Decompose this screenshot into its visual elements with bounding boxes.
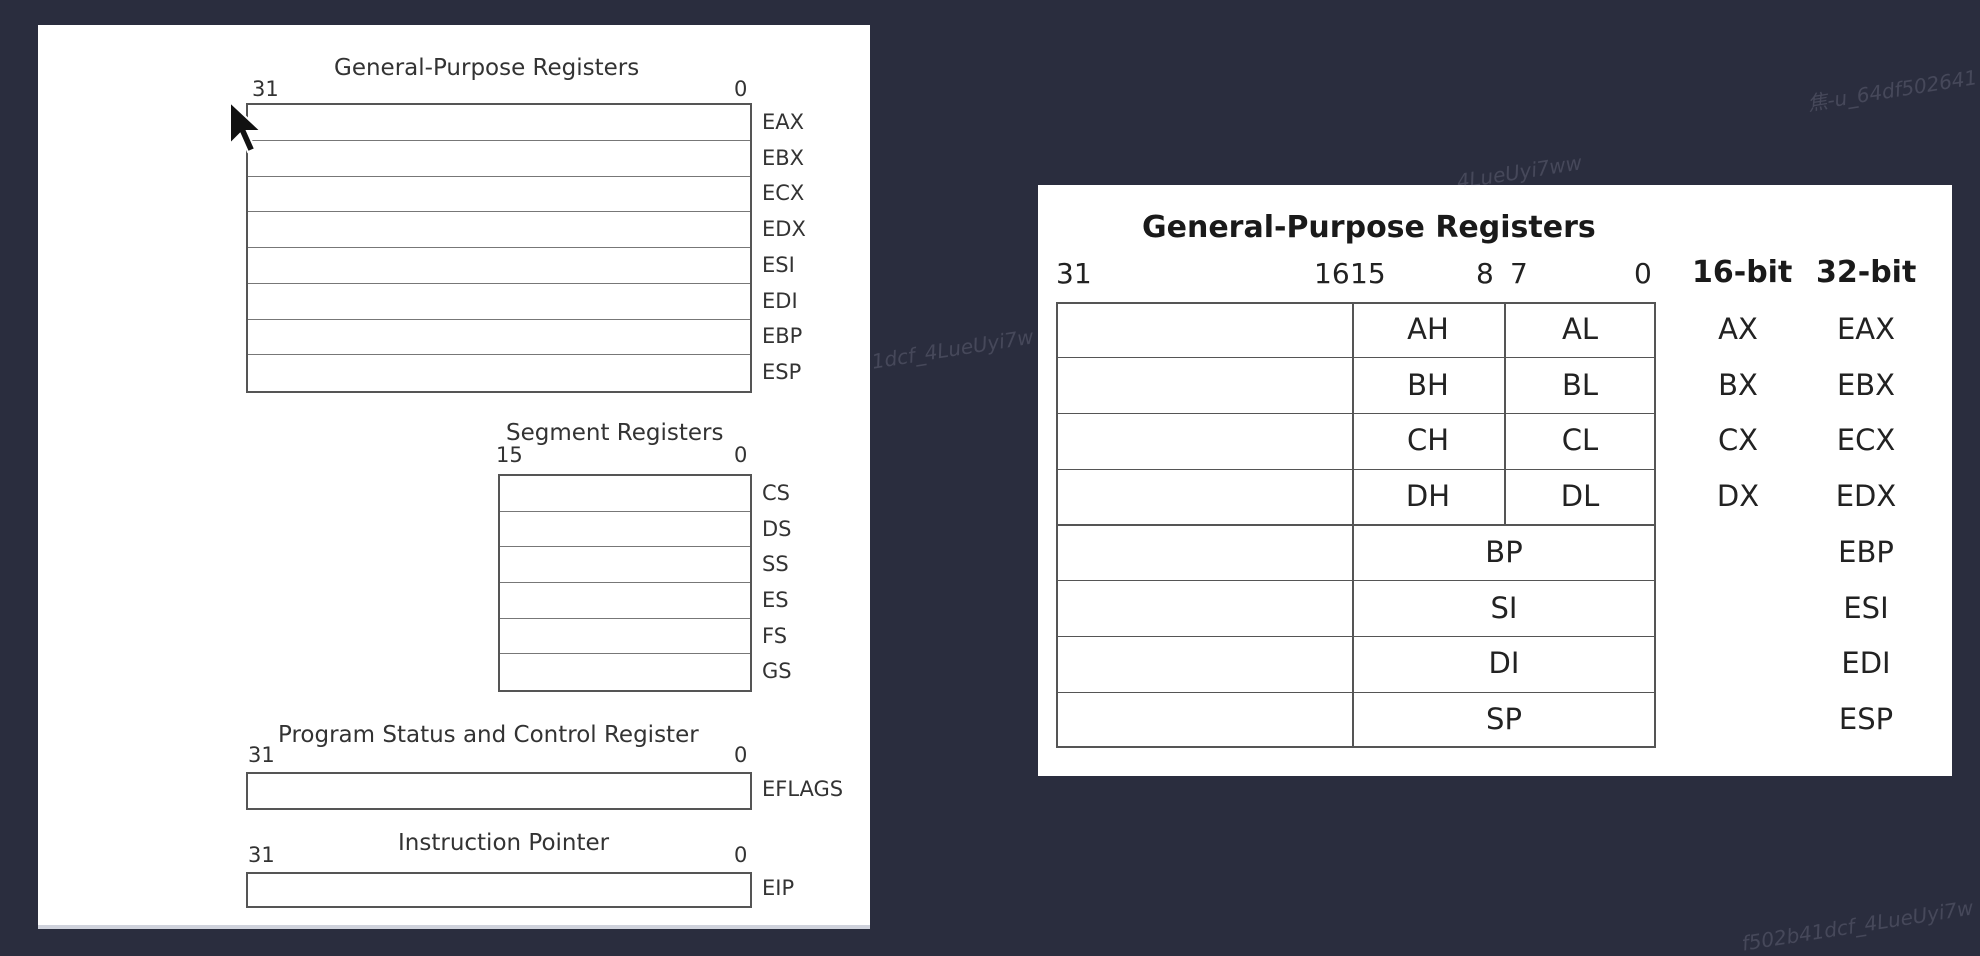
register-32-bit-name: EAX <box>1836 311 1896 346</box>
gp-register-breakdown-figure: General-Purpose Registers 31 16 15 8 7 0… <box>1038 185 1952 776</box>
gp-register-label: EBP <box>762 324 803 349</box>
seg-register-row <box>500 619 750 655</box>
low-byte-register: BL <box>1561 367 1599 402</box>
register-32-bit-name: EDI <box>1841 646 1891 681</box>
watermark-decoration: 焦-u_64df502641 <box>1805 65 1979 116</box>
ip-bit-high: 31 <box>248 843 275 867</box>
seg-register-label: ES <box>762 587 789 612</box>
seg-register-label: SS <box>762 552 789 577</box>
gp-register-label: EDX <box>762 217 806 242</box>
seg-register-row <box>500 512 750 548</box>
gp-bit-low: 0 <box>734 77 748 101</box>
gp-register-row <box>248 355 750 391</box>
ip-title: Instruction Pointer <box>398 830 610 856</box>
low-byte-register: AL <box>1562 311 1598 346</box>
seg-bit-high: 15 <box>496 443 523 467</box>
register-16-bit-name: SP <box>1486 702 1522 737</box>
gp-register-row <box>248 248 750 284</box>
seg-register-stack <box>498 474 752 692</box>
register-32-bit-name: EBX <box>1836 367 1896 402</box>
flags-bit-low: 0 <box>734 743 748 767</box>
bit-15: 15 <box>1350 257 1386 290</box>
register-32-bit-name: ESI <box>1843 590 1889 625</box>
seg-register-row <box>500 654 750 690</box>
register-32-bit-name: ECX <box>1836 423 1896 458</box>
gp-register-label: ESP <box>762 360 802 385</box>
grid-row-line <box>1056 580 1656 582</box>
eflags-label: EFLAGS <box>762 777 844 801</box>
gp-register-label: ESI <box>762 252 795 277</box>
register-32-bit-name: ESP <box>1838 702 1894 737</box>
seg-register-row <box>500 547 750 583</box>
high-byte-register: CH <box>1406 423 1450 458</box>
eflags-box <box>246 772 752 810</box>
low-byte-register: DL <box>1560 479 1600 514</box>
panel-bottom-edge <box>38 925 870 929</box>
seg-register-label: GS <box>762 659 792 684</box>
header-16-bit: 16-bit <box>1692 255 1793 290</box>
seg-register-label: DS <box>762 516 792 541</box>
bit-31: 31 <box>1056 257 1092 290</box>
register-32-bit-name: EBP <box>1838 534 1894 569</box>
flags-title: Program Status and Control Register <box>278 722 699 748</box>
gp-register-label: EDI <box>762 288 798 313</box>
ip-bit-low: 0 <box>734 843 748 867</box>
grid-row-line <box>1056 524 1656 526</box>
gp-register-row <box>248 177 750 213</box>
breakdown-title: General-Purpose Registers <box>1142 210 1596 245</box>
seg-register-row <box>500 583 750 619</box>
grid-row-line <box>1056 691 1656 693</box>
register-32-bit-name: EDX <box>1835 479 1897 514</box>
gp-title: General-Purpose Registers <box>334 55 640 81</box>
gp-register-row <box>248 284 750 320</box>
gp-bit-high: 31 <box>252 77 279 101</box>
header-32-bit: 32-bit <box>1816 255 1917 290</box>
gp-register-row <box>248 212 750 248</box>
bit-0: 0 <box>1634 257 1652 290</box>
register-16-bit-name: CX <box>1717 423 1759 458</box>
grid-row-line <box>1056 357 1656 359</box>
gp-register-label: ECX <box>762 181 805 206</box>
eip-box <box>246 872 752 908</box>
watermark-decoration: f502b41dcf_4LueUyi7w <box>1740 895 1975 956</box>
gp-register-label: EBX <box>762 145 805 170</box>
bit-16: 16 <box>1314 257 1350 290</box>
low-byte-register: CL <box>1561 423 1599 458</box>
eip-label: EIP <box>762 876 795 900</box>
bit-8: 8 <box>1476 257 1494 290</box>
gp-register-row <box>248 320 750 356</box>
register-16-bit-name: DI <box>1488 646 1520 681</box>
gp-register-row <box>248 105 750 141</box>
watermark-decoration: 1dcf_4LueUyi7w <box>870 324 1036 374</box>
grid-row-line <box>1056 468 1656 470</box>
register-16-bit-name: BX <box>1718 367 1758 402</box>
register-16-bit-name: AX <box>1718 311 1758 346</box>
grid-row-line <box>1056 636 1656 637</box>
seg-register-row <box>500 476 750 512</box>
register-16-bit-name: DX <box>1716 479 1760 514</box>
register-16-bit-name: SI <box>1490 590 1518 625</box>
grid-row-line <box>1056 413 1656 414</box>
mouse-cursor-icon <box>229 100 264 154</box>
register-16-bit-name: BP <box>1485 534 1523 569</box>
high-byte-register: AH <box>1407 311 1449 346</box>
high-byte-register: DH <box>1405 479 1451 514</box>
seg-register-label: FS <box>762 623 788 648</box>
flags-bit-high: 31 <box>248 743 275 767</box>
gp-register-label: EAX <box>762 109 805 134</box>
gp-register-stack <box>246 103 752 393</box>
seg-bit-low: 0 <box>734 443 748 467</box>
gp-register-row <box>248 141 750 177</box>
register-overview-figure: General-Purpose Registers 31 0 EAX EBX ECX… <box>38 25 870 929</box>
high-byte-register: BH <box>1407 367 1449 402</box>
bit-7: 7 <box>1510 257 1528 290</box>
seg-register-label: CS <box>762 480 790 505</box>
seg-title: Segment Registers <box>506 420 724 446</box>
